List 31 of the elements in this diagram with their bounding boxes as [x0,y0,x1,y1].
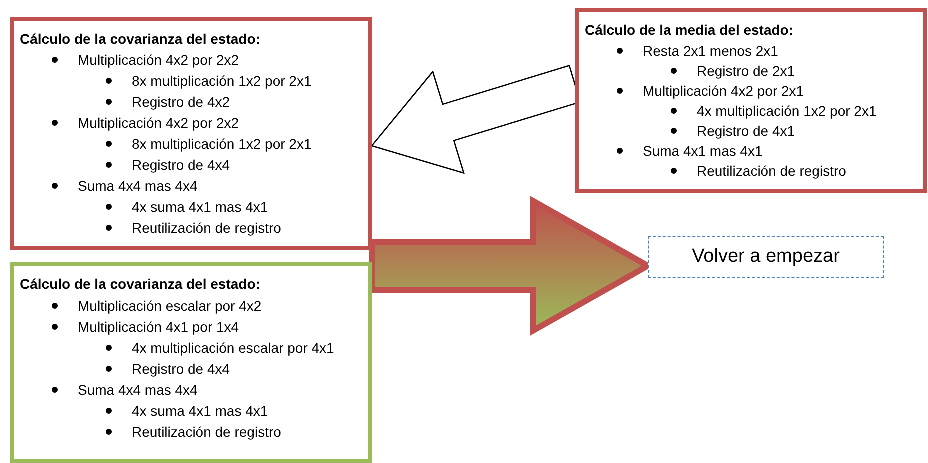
list-item-text: 4x suma 4x1 mas 4x1 [132,402,268,418]
list-heading: Cálculo de la media del estado: [585,21,795,40]
list-item-text: Multiplicación 4x2 por 2x2 [78,115,240,132]
list-item-text: Suma 4x4 mas 4x4 [78,382,198,398]
list-item-text: Multiplicación 4x1 por 1x4 [78,318,240,334]
list-item-text: Reutilización de registro [132,424,282,440]
list-item-text: Multiplicación escalar por 4x2 [78,298,262,314]
list-item-text: 4x multiplicación escalar por 4x1 [132,340,334,356]
list-item-text: Registro de 2x1 [697,63,796,79]
list-item-text: Multiplicación 4x2 por 2x2 [78,52,240,68]
list-box [10,17,372,250]
list-item-text: Registro de 4x2 [132,94,230,110]
list-item-text: 8x multiplicación 1x2 por 2x1 [132,73,312,90]
list-item-text: 4x suma 4x1 mas 4x1 [132,198,268,215]
dashed-box [648,236,884,278]
list-item-text: Registro de 4x4 [132,360,230,376]
list-item-text: Registro de 4x4 [132,156,230,173]
list-box [575,8,927,193]
list-heading: Cálculo de la covarianza del estado: [20,275,262,294]
box-label: Volver a empezar [692,246,840,268]
list-item-text: Suma 4x1 mas 4x1 [643,143,763,159]
list-item-text: Reutilización de registro [697,163,846,179]
list-item-text: 8x multiplicación 1x2 por 2x1 [132,136,312,152]
list-item-text: Suma 4x4 mas 4x4 [78,178,198,194]
list-item-text: Reutilización de registro [132,220,282,236]
list-item-text: Resta 2x1 menos 2x1 [643,43,778,59]
list-item-text: 4x multiplicación 1x2 por 2x1 [697,103,877,119]
list-heading: Cálculo de la covarianza del estado: [20,30,262,49]
list-item-text: Multiplicación 4x2 por 2x1 [643,83,804,99]
list-box [10,262,372,463]
list-item-text: Registro de 4x1 [697,123,796,139]
